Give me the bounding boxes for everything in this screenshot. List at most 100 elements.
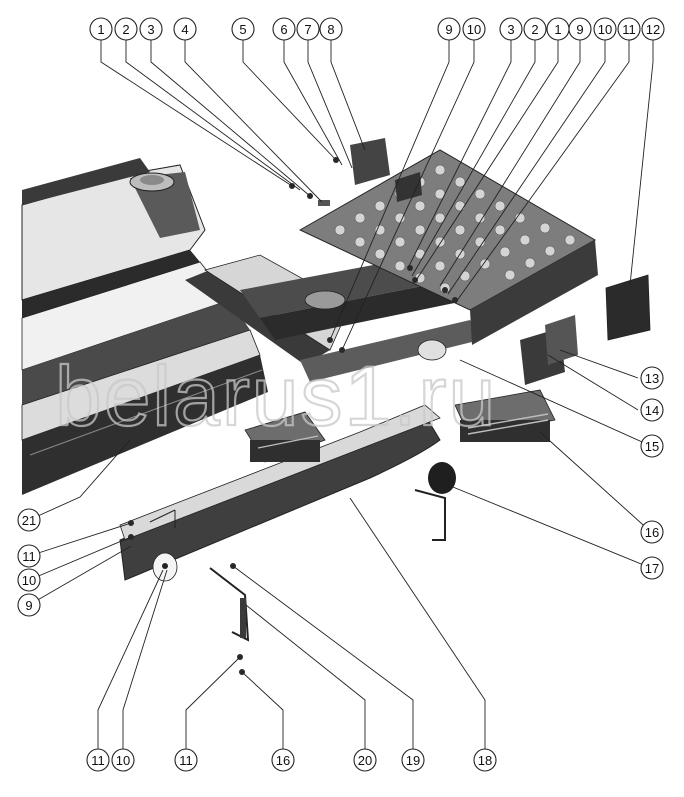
- callout-2: 2: [523, 17, 547, 41]
- callout-circle: [640, 398, 664, 422]
- callout-number: 13: [645, 371, 659, 386]
- callout-number: 2: [122, 22, 129, 37]
- callout-number: 9: [576, 22, 583, 37]
- callout-number: 3: [507, 22, 514, 37]
- callout-circle: [401, 748, 425, 772]
- callout-circle: [523, 17, 547, 41]
- callout-circle: [296, 17, 320, 41]
- callout-number: 11: [622, 22, 636, 37]
- callout-16: 16: [640, 520, 664, 544]
- callout-10: 10: [17, 568, 41, 592]
- perforated-platform: [298, 149, 598, 345]
- callout-circle: [462, 17, 486, 41]
- callout-circle: [319, 17, 343, 41]
- callout-21: 21: [17, 508, 41, 532]
- callout-number: 10: [467, 22, 481, 37]
- callout-10: 10: [111, 748, 135, 772]
- callout-1: 1: [546, 17, 570, 41]
- assembly-drawing: [21, 138, 651, 675]
- callout-circle: [353, 748, 377, 772]
- callout-number: 10: [22, 573, 36, 588]
- callout-number: 14: [645, 403, 659, 418]
- callout-circle: [139, 17, 163, 41]
- callout-number: 15: [645, 439, 659, 454]
- callout-number: 12: [646, 22, 660, 37]
- callout-circle: [640, 434, 664, 458]
- callout-circle: [640, 556, 664, 580]
- callout-16: 16: [271, 748, 295, 772]
- callout-number: 4: [181, 22, 188, 37]
- callout-number: 17: [645, 561, 659, 576]
- callout-circle: [272, 17, 296, 41]
- callout-number: 11: [22, 549, 36, 564]
- callout-2: 2: [114, 17, 138, 41]
- callout-number: 8: [327, 22, 334, 37]
- callout-20: 20: [353, 748, 377, 772]
- callout-13: 13: [640, 366, 664, 390]
- callout-number: 5: [239, 22, 246, 37]
- callout-15: 15: [640, 434, 664, 458]
- callout-10: 10: [593, 17, 617, 41]
- hydraulic-distributors: [244, 389, 556, 463]
- callout-circle: [86, 748, 110, 772]
- callout-7: 7: [296, 17, 320, 41]
- callout-number: 11: [91, 753, 105, 768]
- callout-circle: [111, 748, 135, 772]
- callout-11: 11: [86, 748, 110, 772]
- callout-number: 9: [25, 598, 32, 613]
- callout-circle: [231, 17, 255, 41]
- callout-circle: [271, 748, 295, 772]
- callout-number: 1: [97, 22, 104, 37]
- horn-assembly: [414, 462, 456, 541]
- callout-circle: [499, 17, 523, 41]
- front-cross-bar: [119, 404, 441, 582]
- callout-circle: [437, 17, 461, 41]
- callout-9: 9: [17, 593, 41, 617]
- callout-9: 9: [568, 17, 592, 41]
- callout-number: 10: [598, 22, 612, 37]
- callout-circle: [17, 544, 41, 568]
- callout-1: 1: [89, 17, 113, 41]
- callout-number: 18: [478, 753, 492, 768]
- callout-circle: [617, 17, 641, 41]
- callout-9: 9: [437, 17, 461, 41]
- callout-11: 11: [17, 544, 41, 568]
- callout-circle: [17, 568, 41, 592]
- callout-number: 16: [276, 753, 290, 768]
- callout-3: 3: [139, 17, 163, 41]
- callout-circle: [89, 17, 113, 41]
- callout-12: 12: [641, 17, 665, 41]
- callout-number: 16: [645, 525, 659, 540]
- callout-circle: [568, 17, 592, 41]
- callout-18: 18: [473, 748, 497, 772]
- callout-10: 10: [462, 17, 486, 41]
- callout-8: 8: [319, 17, 343, 41]
- callout-circle: [173, 17, 197, 41]
- callout-number: 7: [304, 22, 311, 37]
- callout-number: 10: [116, 753, 130, 768]
- callout-number: 21: [22, 513, 36, 528]
- callout-4: 4: [173, 17, 197, 41]
- callout-number: 2: [531, 22, 538, 37]
- callout-circle: [641, 17, 665, 41]
- callout-circle: [114, 17, 138, 41]
- callout-circle: [640, 366, 664, 390]
- callout-14: 14: [640, 398, 664, 422]
- watermark-text: belarus1.ru: [55, 349, 497, 443]
- callout-3: 3: [499, 17, 523, 41]
- callout-19: 19: [401, 748, 425, 772]
- callout-circle: [593, 17, 617, 41]
- brackets: [350, 138, 651, 385]
- small-bracket: [209, 567, 250, 642]
- callout-number: 11: [179, 753, 193, 768]
- callout-6: 6: [272, 17, 296, 41]
- callout-circle: [473, 748, 497, 772]
- callout-circle: [640, 520, 664, 544]
- callout-circle: [174, 748, 198, 772]
- callout-circle: [17, 593, 41, 617]
- callout-number: 20: [358, 753, 372, 768]
- leader-lines: [28, 40, 654, 760]
- callout-number: 9: [445, 22, 452, 37]
